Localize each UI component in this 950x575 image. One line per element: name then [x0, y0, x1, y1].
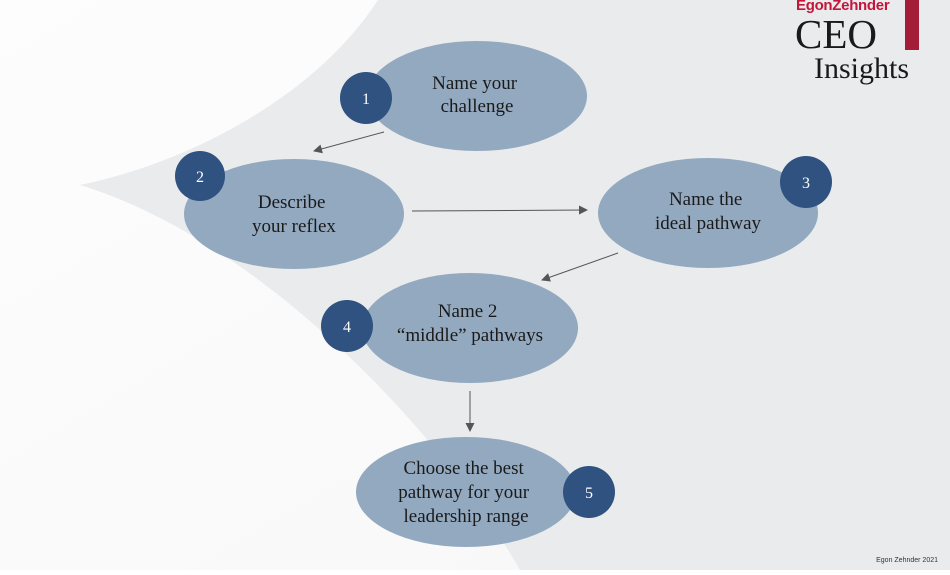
step-2-number: 2	[196, 169, 204, 186]
step-3: Name the ideal pathway 3	[598, 156, 832, 268]
arrow-3-to-4	[541, 252, 619, 282]
step-4-ellipse	[362, 273, 578, 383]
step-4-label-line: Name 2	[438, 301, 498, 322]
step-1-ellipse	[367, 41, 587, 151]
step-3-label: Name the ideal pathway	[655, 189, 762, 234]
step-4: Name 2 “middle” pathways 4	[321, 273, 578, 383]
step-1-label-line: Name your	[432, 73, 518, 94]
footer-copyright: Egon Zehnder 2021	[876, 557, 938, 564]
step-5-label: Choose the best pathway for your leaders…	[398, 458, 534, 527]
step-2-badge	[175, 151, 225, 201]
logo-subtitle: Insights	[814, 52, 910, 85]
step-2-label-line: Describe	[258, 192, 326, 213]
step-3-ellipse	[598, 158, 818, 268]
step-3-badge	[780, 156, 832, 208]
step-5: Choose the best pathway for your leaders…	[356, 437, 615, 547]
step-2-label-line: your reflex	[252, 216, 336, 237]
step-5-badge	[563, 466, 615, 518]
step-1-label-line: challenge	[441, 96, 514, 117]
step-1-number: 1	[362, 91, 370, 108]
logo-accent-bar	[905, 0, 919, 50]
step-2-label: Describe your reflex	[252, 192, 336, 237]
step-5-label-line: pathway for your	[398, 482, 530, 503]
step-3-number: 3	[802, 175, 810, 192]
step-3-label-line: Name the	[669, 189, 742, 210]
step-4-label: Name 2 “middle” pathways	[397, 301, 543, 346]
arrow-1-to-2	[313, 131, 385, 154]
step-2: Describe your reflex 2	[175, 151, 404, 269]
step-1-label: Name your challenge	[432, 73, 522, 117]
step-5-label-line: leadership range	[403, 506, 528, 527]
step-3-label-line: ideal pathway	[655, 213, 762, 234]
logo-title: CEO	[795, 11, 877, 57]
step-5-ellipse	[356, 437, 576, 547]
step-2-ellipse	[184, 159, 404, 269]
step-4-number: 4	[343, 319, 351, 336]
brand-logo: EgonZehnder	[796, 0, 890, 14]
step-5-label-line: Choose the best	[403, 458, 524, 479]
arrow-2-to-3	[411, 205, 588, 215]
step-5-number: 5	[585, 485, 593, 502]
step-1: Name your challenge 1	[340, 41, 587, 151]
step-4-badge	[321, 300, 373, 352]
step-4-label-line: “middle” pathways	[397, 325, 543, 346]
step-1-badge	[340, 72, 392, 124]
